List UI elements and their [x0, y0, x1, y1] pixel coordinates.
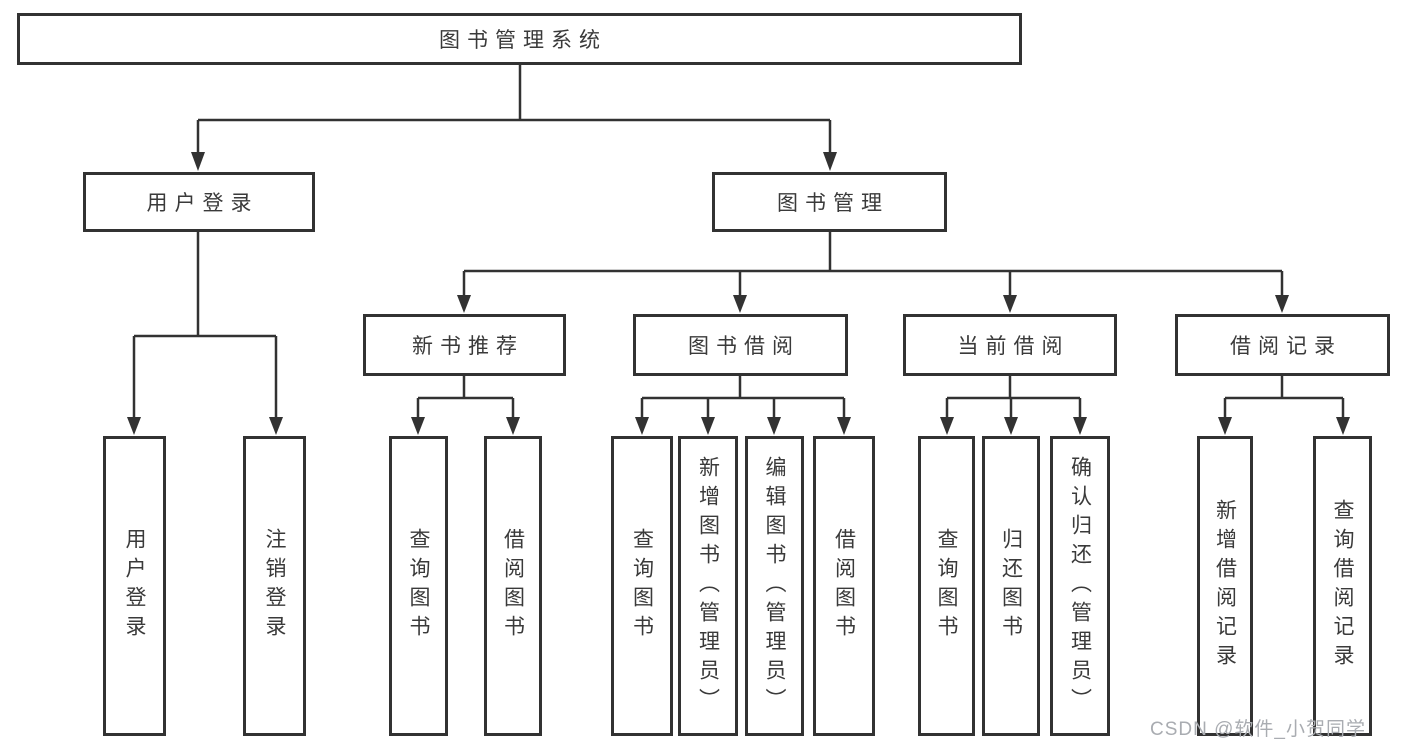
leaf-query-books-current: 查询图书 [918, 436, 975, 736]
leaf-label: 归还图书 [999, 528, 1023, 644]
leaf-return-books: 归还图书 [982, 436, 1040, 736]
leaf-label: 注销登录 [263, 528, 286, 644]
leaf-query-books-recommend: 查询图书 [389, 436, 448, 736]
leaf-label: 借阅图书 [832, 528, 856, 644]
leaf-label: 借阅图书 [501, 528, 525, 644]
node-label: 新书推荐 [412, 335, 524, 358]
leaf-label: 查询图书 [630, 528, 654, 644]
csdn-watermark: CSDN @软件_小贺同学 [1150, 719, 1366, 740]
leaf-borrow-books: 借阅图书 [813, 436, 875, 736]
leaf-label: 新增图书（管理员） [696, 455, 720, 717]
node-label: 当前借阅 [957, 335, 1070, 358]
leaf-label: 用户登录 [123, 528, 146, 644]
node-borrowing-records: 借阅记录 [1175, 314, 1390, 376]
node-new-book-recommend: 新书推荐 [363, 314, 566, 376]
node-book-management-branch: 图书管理 [712, 172, 947, 232]
leaf-logout: 注销登录 [243, 436, 306, 736]
node-label: 图书管理 [777, 192, 889, 215]
leaf-confirm-return-admin: 确认归还（管理员） [1050, 436, 1110, 736]
leaf-user-login: 用户登录 [103, 436, 166, 736]
node-label: 借阅记录 [1230, 335, 1342, 358]
node-root-label: 图书管理系统 [439, 29, 607, 52]
arrowheads [127, 152, 1350, 435]
leaf-label: 确认归还（管理员） [1068, 455, 1092, 717]
node-label: 图书借阅 [688, 335, 800, 358]
node-root-system: 图书管理系统 [17, 13, 1022, 65]
leaf-label: 查询图书 [407, 528, 430, 644]
node-label: 用户登录 [146, 192, 259, 215]
leaf-borrow-books-recommend: 借阅图书 [484, 436, 542, 736]
leaf-label: 查询借阅记录 [1331, 499, 1354, 673]
leaf-add-borrow-record: 新增借阅记录 [1197, 436, 1253, 736]
leaf-query-books-borrow: 查询图书 [611, 436, 673, 736]
leaf-label: 新增借阅记录 [1213, 499, 1237, 673]
leaf-query-borrow-record: 查询借阅记录 [1313, 436, 1372, 736]
leaf-add-book-admin: 新增图书（管理员） [678, 436, 738, 736]
node-book-borrowing: 图书借阅 [633, 314, 848, 376]
node-user-login-branch: 用户登录 [83, 172, 315, 232]
node-current-borrowing: 当前借阅 [903, 314, 1117, 376]
leaf-edit-book-admin: 编辑图书（管理员） [745, 436, 804, 736]
leaf-label: 查询图书 [935, 528, 958, 644]
leaf-label: 编辑图书（管理员） [763, 455, 786, 717]
